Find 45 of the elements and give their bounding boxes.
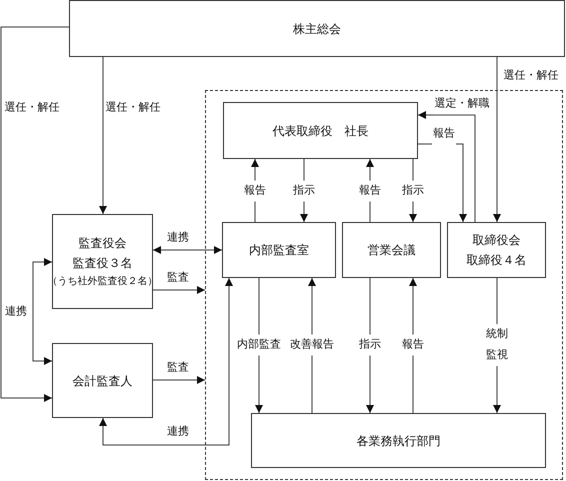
arrow bbox=[366, 158, 374, 222]
edge-label: 統制監視 bbox=[484, 324, 510, 366]
org-box bbox=[52, 343, 153, 418]
arrow bbox=[99, 56, 107, 214]
arrow bbox=[99, 278, 233, 446]
edge-label: 指示 bbox=[358, 334, 382, 356]
dashed-region bbox=[205, 90, 563, 480]
arrow bbox=[418, 144, 467, 222]
box-text: 会計監査人 bbox=[72, 374, 132, 386]
arrow bbox=[418, 111, 476, 222]
arrow bbox=[251, 158, 259, 222]
org-box bbox=[251, 413, 546, 468]
org-box bbox=[69, 0, 565, 57]
edge-label: 報告 bbox=[401, 334, 425, 356]
box-text: 取締役会 bbox=[472, 234, 520, 246]
arrow bbox=[32, 258, 52, 365]
arrow bbox=[0, 26, 70, 402]
org-box bbox=[342, 222, 441, 278]
box-text: （うち社外監査役２名） bbox=[48, 276, 158, 286]
edge-label: 報告 bbox=[243, 180, 267, 202]
org-box bbox=[222, 222, 336, 278]
box-text: 営業会議 bbox=[368, 244, 416, 256]
org-box bbox=[447, 222, 546, 278]
box-text: 内部監査室 bbox=[249, 244, 309, 256]
arrow bbox=[409, 158, 417, 222]
edge-label: 指示 bbox=[292, 180, 316, 202]
box-text: 代表取締役 社長 bbox=[272, 124, 368, 136]
edge-label: 報告 bbox=[358, 180, 382, 202]
box-text: 監査役３名 bbox=[72, 256, 132, 268]
org-box bbox=[223, 102, 418, 159]
arrow bbox=[152, 246, 222, 254]
arrow bbox=[366, 278, 374, 414]
arrow bbox=[300, 158, 308, 222]
box-text: 監査役会 bbox=[78, 236, 126, 248]
arrow bbox=[152, 286, 206, 294]
box-text: 取締役４名 bbox=[466, 254, 526, 266]
edge-label: 指示 bbox=[401, 180, 425, 202]
edge-label: 内部監査 bbox=[236, 334, 282, 356]
box-text: 各業務執行部門 bbox=[356, 434, 440, 446]
box-text: 株主総会 bbox=[293, 22, 341, 34]
arrow bbox=[493, 56, 501, 222]
edge-label: 改善報告 bbox=[289, 334, 335, 356]
arrow bbox=[409, 278, 417, 414]
arrow bbox=[152, 376, 206, 384]
org-box bbox=[52, 214, 153, 309]
